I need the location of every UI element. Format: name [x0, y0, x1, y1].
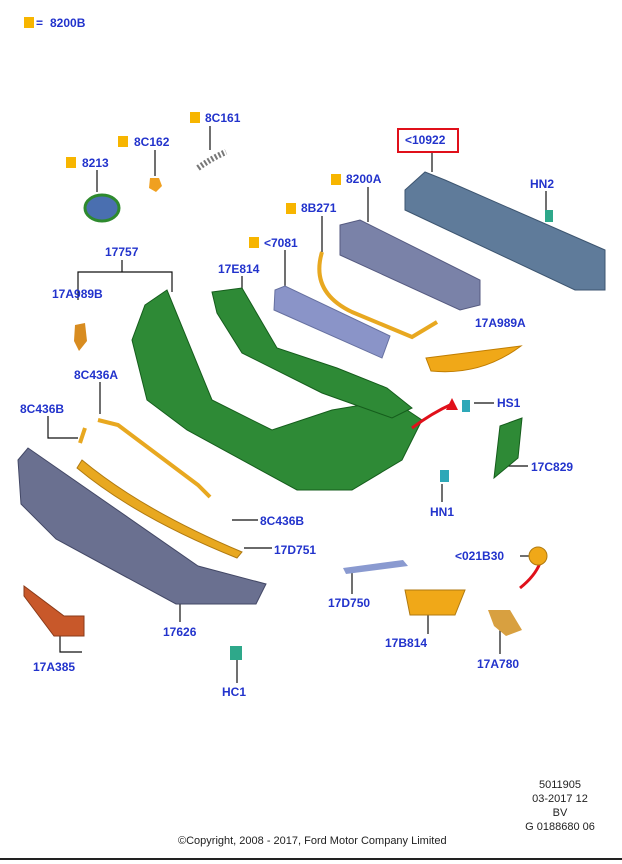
part-17A385: [23, 585, 85, 637]
callout-8213[interactable]: 8213: [82, 156, 109, 170]
callout-8C161[interactable]: 8C161: [205, 111, 241, 125]
part-8B271-strip: [317, 251, 439, 340]
part-HN1: [440, 470, 449, 482]
callout-17E814[interactable]: 17E814: [218, 262, 260, 276]
kit-swatch: [190, 112, 200, 123]
kit-swatch: [66, 157, 76, 168]
part-17A989B: [74, 323, 87, 351]
part-17D751: [76, 459, 243, 559]
part-8200A-grille: [339, 219, 481, 311]
callout-8C162[interactable]: 8C162: [134, 135, 170, 149]
highlighted-callout-box: <10922: [397, 128, 459, 153]
diagram-codes: 5011905 03-2017 12 BV G 0188680 06: [520, 778, 600, 834]
callout-021B30[interactable]: <021B30: [455, 549, 505, 563]
copyright: ©Copyright, 2008 - 2017, Ford Motor Comp…: [178, 835, 447, 847]
callout-17B814[interactable]: 17B814: [385, 636, 428, 650]
callout-8B271[interactable]: 8B271: [301, 201, 337, 215]
callout-7081[interactable]: <7081: [264, 236, 298, 250]
callout-17D750[interactable]: 17D750: [328, 596, 371, 610]
part-HC1: [230, 646, 242, 660]
kit-swatch: [286, 203, 296, 214]
callout-HN2[interactable]: HN2: [530, 177, 555, 191]
leader-lines: [47, 126, 547, 683]
kit-swatch: [118, 136, 128, 147]
callout-HS1[interactable]: HS1: [497, 396, 521, 410]
kit-swatch: [331, 174, 341, 185]
part-HN2: [545, 210, 553, 222]
callout-17A989B[interactable]: 17A989B: [52, 287, 103, 301]
part-17E814: [211, 287, 413, 419]
part-17A780: [488, 610, 522, 636]
callout-8C436A[interactable]: 8C436A: [74, 368, 119, 382]
callout-8C436B[interactable]: 8C436B: [260, 514, 305, 528]
divider: [0, 858, 622, 860]
part-17626-lower-grille: [17, 447, 267, 605]
arrow-to-021B30: [519, 562, 542, 590]
part-17C829: [493, 417, 523, 480]
callout-17A385[interactable]: 17A385: [33, 660, 76, 674]
legend-swatch: [24, 17, 34, 28]
part-17B814: [404, 589, 466, 616]
part-17D750: [343, 560, 408, 574]
part-8C161-spring: [196, 149, 228, 171]
code-line: 03-2017 12: [532, 793, 588, 805]
callout-10922[interactable]: <10922: [405, 133, 446, 147]
callout-17A780[interactable]: 17A780: [477, 657, 520, 671]
callout-17757[interactable]: 17757: [105, 245, 139, 259]
part-8C162: [149, 178, 162, 192]
part-8213: [83, 193, 121, 223]
legend-equals: =: [36, 16, 44, 30]
part-7081-trim: [273, 285, 391, 359]
arrow-to-HS1: [411, 402, 453, 430]
legend-label: 8200B: [50, 16, 86, 30]
part-8C436A: [97, 418, 212, 499]
callout-17C829[interactable]: 17C829: [531, 460, 574, 474]
callout-HN1[interactable]: HN1: [430, 505, 455, 519]
part-HS1: [462, 400, 470, 412]
kit-swatch: [249, 237, 259, 248]
callout-17A989A[interactable]: 17A989A: [475, 316, 526, 330]
callout-17626[interactable]: 17626: [163, 625, 197, 639]
callout-8200A[interactable]: 8200A: [346, 172, 382, 186]
code-line: G 0188680 06: [525, 821, 595, 833]
part-17A989A: [425, 345, 523, 373]
callout-HC1[interactable]: HC1: [222, 685, 247, 699]
part-021B30: [528, 546, 548, 566]
part-8C436B-left: [78, 427, 87, 444]
callout-8C436B[interactable]: 8C436B: [20, 402, 65, 416]
code-line: BV: [552, 807, 568, 819]
part-10922-reinforcement: [404, 171, 606, 291]
code-line: 5011905: [538, 779, 581, 791]
callout-17D751[interactable]: 17D751: [274, 543, 317, 557]
part-17757-bumper-cover: [131, 289, 423, 491]
arrow-head-icon: [446, 398, 458, 410]
